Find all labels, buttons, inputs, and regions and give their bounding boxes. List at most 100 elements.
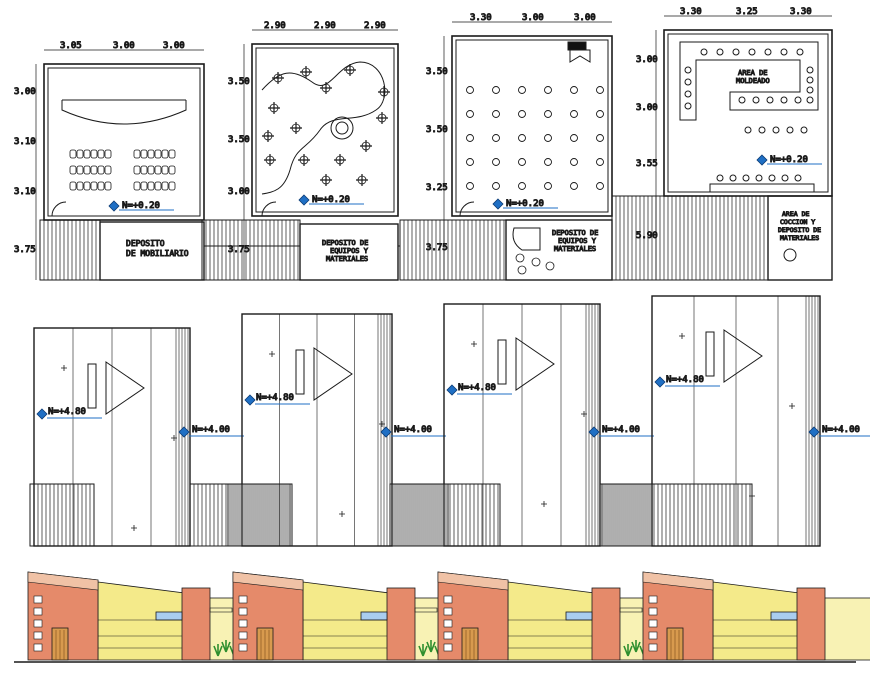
plant-leaves — [356, 174, 368, 186]
stool — [806, 96, 814, 104]
plan-4-top-dim-2: 3.25 — [736, 7, 758, 17]
vent-window — [33, 631, 43, 640]
elevation-module-4 — [642, 571, 870, 661]
pot — [517, 265, 527, 275]
pot — [545, 261, 555, 271]
plan-4-counter-u — [679, 41, 819, 121]
column — [466, 110, 474, 118]
stool — [684, 90, 692, 98]
plan-4-kiln — [783, 248, 797, 262]
plan-4-porch-slats — [611, 195, 769, 281]
shrub — [631, 640, 641, 653]
stool — [780, 48, 788, 56]
plan-3-side-dim-4: 3.75 — [426, 243, 448, 253]
desk — [69, 165, 77, 175]
shrub — [418, 644, 428, 657]
stool — [766, 96, 774, 104]
column — [570, 86, 578, 94]
slat-frame — [201, 219, 301, 281]
desk — [76, 181, 84, 191]
plan-2-label-line-3: MATERIALES — [326, 255, 368, 263]
plan-1-level: N=+0.20 — [122, 201, 160, 211]
plan-3-outer-wall — [451, 35, 613, 217]
roof-4-low-level-text: N=+4.00 — [822, 425, 860, 435]
plan-1-side-dim-1: 3.00 — [14, 87, 36, 97]
desk — [83, 165, 91, 175]
desk — [90, 149, 98, 159]
plan-4-side-dim-1: 3.00 — [636, 55, 658, 65]
plan-3-top-dim-3: 3.00 — [574, 13, 596, 23]
roof-1-high-level-text: N=+4.80 — [48, 407, 86, 417]
desk — [147, 181, 155, 191]
plan-3-label-line-1: DEPOSITO DE — [552, 229, 598, 237]
floor-plans: 3.05 3.00 3.00 3.00 3.10 3.10 3.75 N=+0.… — [14, 7, 833, 281]
high-window — [770, 611, 798, 621]
desk — [90, 181, 98, 191]
plan-3-fixture — [569, 49, 591, 63]
roof-band — [642, 571, 714, 591]
stool — [755, 174, 763, 182]
plan-2-side-dim-1: 3.50 — [228, 77, 250, 87]
plan-1-top-dim-2: 3.00 — [113, 41, 135, 51]
plan-4: 3.30 3.25 3.30 3.00 3.00 3.55 5.90 N=+0.… — [611, 7, 833, 281]
stool — [794, 174, 802, 182]
column — [518, 86, 526, 94]
pergola-beam — [414, 607, 438, 613]
column — [518, 110, 526, 118]
vent-window — [443, 619, 453, 628]
desk — [104, 149, 112, 159]
column — [544, 182, 552, 190]
desk — [83, 149, 91, 159]
roof-mark — [789, 403, 795, 409]
roof-4-high-level-text: N=+4.80 — [666, 375, 704, 385]
plan-4-bench — [709, 183, 815, 193]
roof-3-low-level-text: N=+4.00 — [602, 425, 640, 435]
plan-3-porch-slats — [399, 219, 507, 281]
stool — [758, 126, 766, 134]
plan-3-columns — [466, 86, 604, 190]
stool — [806, 66, 814, 74]
tower-right — [386, 587, 416, 661]
slat-frame — [611, 195, 769, 281]
plan-4-side-dim-3: 3.55 — [636, 159, 658, 169]
stool — [742, 174, 750, 182]
plan-3-pots — [515, 253, 555, 275]
plan-3-side-dim-3: 3.25 — [426, 183, 448, 193]
slat-frame — [399, 219, 507, 281]
desk — [154, 165, 162, 175]
stool — [716, 174, 724, 182]
side-wall — [822, 597, 870, 661]
plan-1-side-dim-2: 3.10 — [14, 137, 36, 147]
skylight — [295, 349, 305, 395]
plan-4-work-stools — [684, 48, 814, 182]
roof-band — [437, 571, 509, 591]
vent-window — [238, 643, 248, 652]
column — [570, 110, 578, 118]
plan-4-room-label-line-1: AREA DE — [738, 69, 768, 77]
column — [596, 110, 604, 118]
plan-1-door — [51, 201, 67, 217]
desk — [168, 149, 176, 159]
plan-3-bench — [512, 227, 541, 251]
roof-mark — [581, 411, 587, 417]
stool — [794, 96, 802, 104]
plan-2: 2.90 2.90 2.90 3.50 3.50 3.00 3.75 N=+0.… — [201, 21, 399, 281]
plan-2-top-dim-1: 2.90 — [264, 21, 286, 31]
high-window — [155, 611, 183, 621]
roof-1-low-level-text: N=+4.00 — [192, 425, 230, 435]
roof-high-marker — [36, 408, 48, 420]
stool — [796, 48, 804, 56]
plant-leaves — [268, 102, 280, 114]
slope-arrow — [723, 329, 763, 383]
desk — [69, 149, 77, 159]
column — [466, 182, 474, 190]
stool — [786, 126, 794, 134]
plan-4-room-label-line-2: MOLDEADO — [736, 77, 770, 85]
column — [466, 86, 474, 94]
plan-3-dark-block — [567, 41, 587, 51]
roof-low-marker — [588, 426, 600, 438]
roof-mark — [269, 351, 275, 357]
plant-leaves — [272, 72, 284, 84]
roof-mark — [61, 365, 67, 371]
stool — [732, 48, 740, 56]
